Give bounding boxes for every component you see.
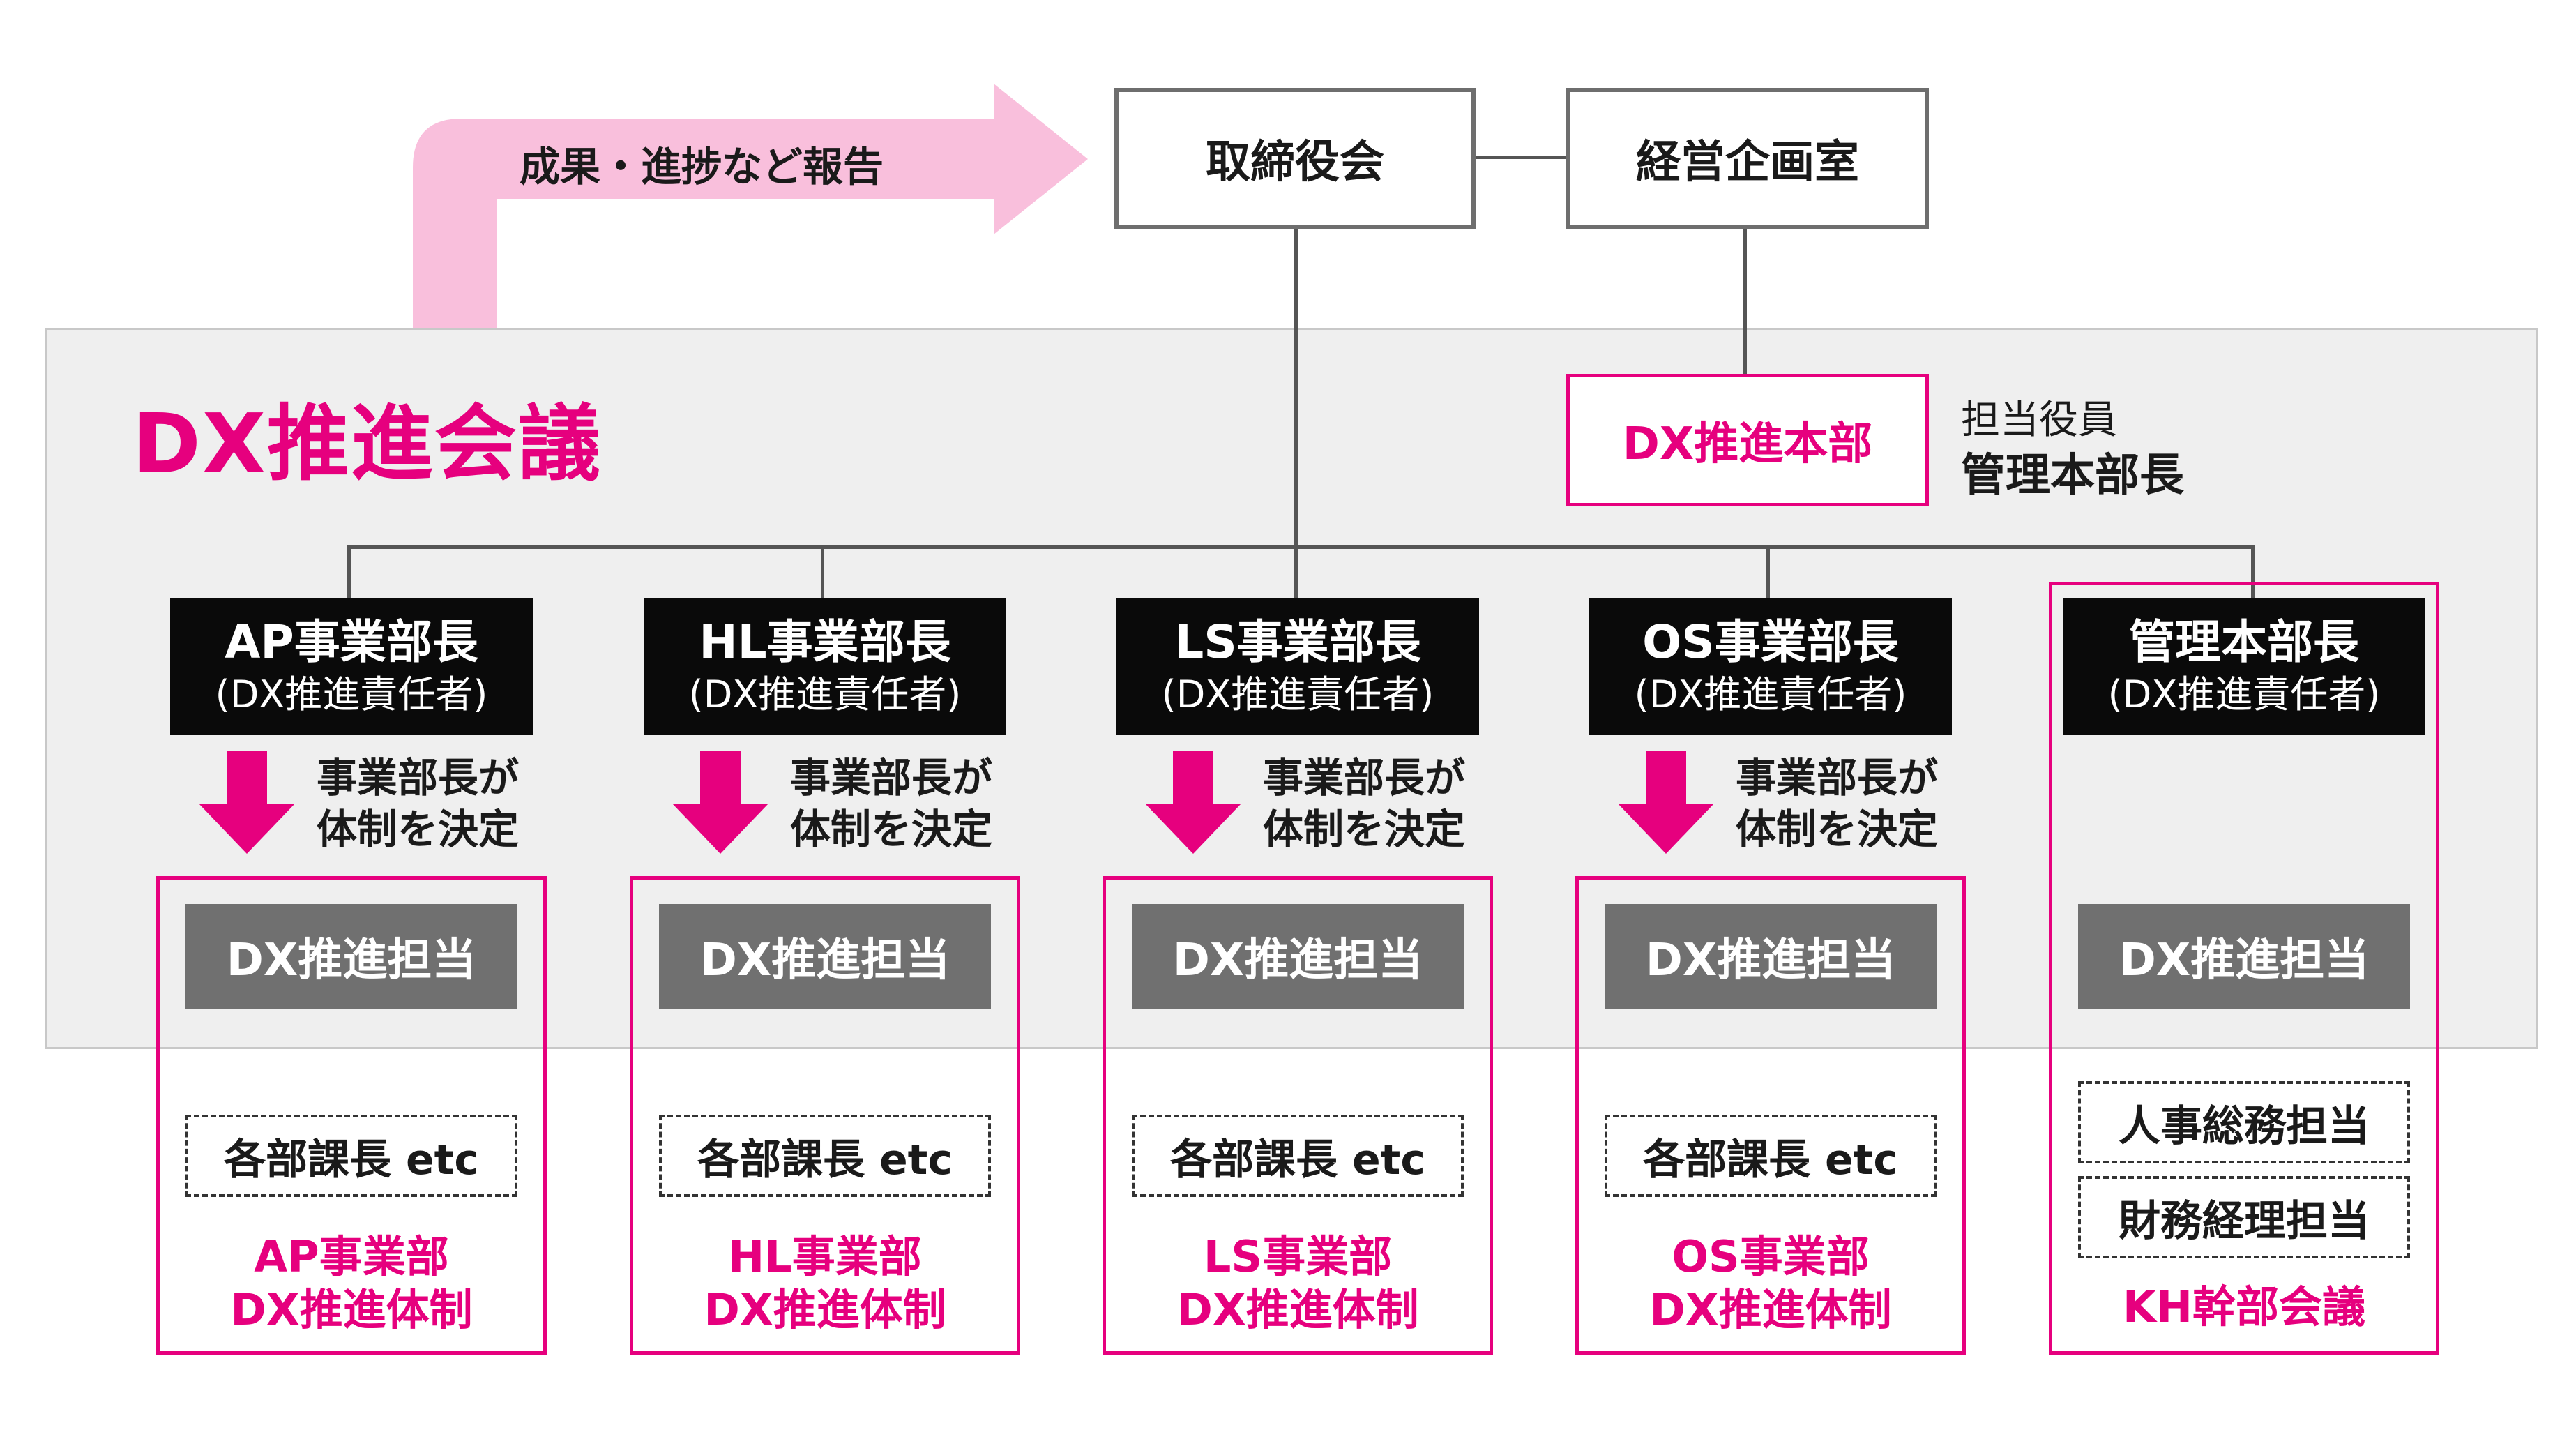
head-role: (DX推進責任者) [215,672,488,716]
officer-title: 担当役員 [1961,398,2117,443]
division-head-hl: HL事業部長 (DX推進責任者) [644,598,1006,735]
down-arrow-icon [199,751,295,854]
head-role: (DX推進責任者) [2107,672,2381,716]
division-head-os: OS事業部長 (DX推進責任者) [1589,598,1952,735]
decision-note: 事業部長が 体制を決定 [790,754,993,854]
division-head-kh: 管理本部長 (DX推進責任者) [2063,598,2425,735]
report-label: 成果・進捗など報告 [520,143,884,190]
connector-kh [2251,545,2255,603]
dx-hq-box: DX推進本部 [1566,374,1929,506]
members-box: 各部課長 etc [1605,1115,1937,1197]
decision-note: 事業部長が 体制を決定 [1736,754,1939,854]
unit-label: AP事業部 DX推進体制 [230,1231,473,1335]
head-label: OS事業部長 [1642,615,1899,670]
members-box: 各部課長 etc [1132,1115,1464,1197]
head-label: AP事業部長 [225,615,478,670]
down-arrow-icon [672,751,768,854]
division-frame-hl [630,876,1020,1355]
connector-board-planning [1474,156,1568,159]
head-role: (DX推進責任者) [688,672,962,716]
council-title: DX推進会議 [132,395,602,492]
members-box-finance: 財務経理担当 [2078,1176,2410,1258]
members-box: 各部課長 etc [185,1115,517,1197]
connector-hl [821,545,824,603]
dx-staff-box: DX推進担当 [659,904,991,1009]
head-role: (DX推進責任者) [1634,672,1907,716]
members-box: 各部課長 etc [659,1115,991,1197]
connector-ap [347,545,351,603]
unit-label: LS事業部 DX推進体制 [1176,1231,1419,1335]
connector-planning-hq [1743,229,1747,374]
division-frame-kh [2049,582,2439,1355]
head-label: HL事業部長 [699,615,951,670]
decision-note: 事業部長が 体制を決定 [317,754,520,854]
division-head-ap: AP事業部長 (DX推進責任者) [170,598,533,735]
decision-note: 事業部長が 体制を決定 [1263,754,1466,854]
division-frame-ls [1103,876,1493,1355]
division-frame-ap [156,876,547,1355]
connector-horizontal [347,545,2255,549]
members-box-hr: 人事総務担当 [2078,1081,2410,1163]
head-role: (DX推進責任者) [1161,672,1434,716]
connector-board-down [1294,229,1298,603]
unit-label: OS事業部 DX推進体制 [1649,1231,1892,1335]
officer-info: 担当役員 管理本部長 [1961,395,2184,505]
connector-os [1766,545,1770,603]
division-head-ls: LS事業部長 (DX推進責任者) [1116,598,1479,735]
down-arrow-icon [1618,751,1714,854]
unit-label: KH幹部会議 [2123,1281,2365,1332]
unit-label: HL事業部 DX推進体制 [704,1231,946,1335]
dx-staff-box: DX推進担当 [2078,904,2410,1009]
planning-box: 経営企画室 [1566,88,1929,229]
officer-name: 管理本部長 [1961,449,2184,502]
head-label: 管理本部長 [2129,615,2359,670]
board-box: 取締役会 [1114,88,1476,229]
down-arrow-icon [1145,751,1241,854]
dx-staff-box: DX推進担当 [185,904,517,1009]
head-label: LS事業部長 [1174,615,1421,670]
dx-staff-box: DX推進担当 [1132,904,1464,1009]
dx-staff-box: DX推進担当 [1605,904,1937,1009]
division-frame-os [1575,876,1966,1355]
